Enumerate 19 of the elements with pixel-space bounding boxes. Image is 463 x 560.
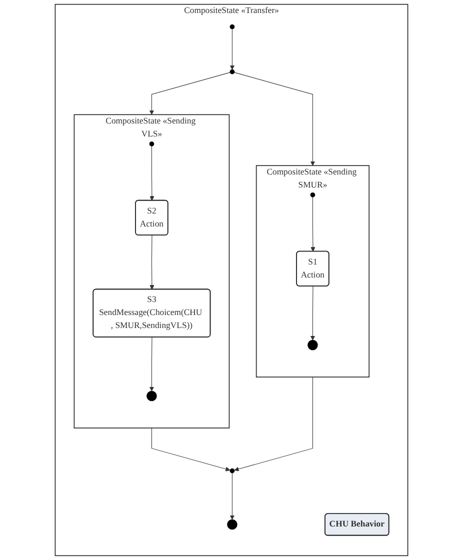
arrow <box>230 472 235 520</box>
arrow <box>234 72 316 166</box>
node-circle <box>230 24 235 30</box>
node-circle <box>230 468 235 474</box>
arrow <box>149 72 230 115</box>
arrow <box>310 286 316 340</box>
node-circle <box>310 192 316 198</box>
node-bullseye <box>146 390 157 402</box>
arrow <box>230 28 235 70</box>
node-circle <box>230 69 235 74</box>
arrow <box>234 376 313 472</box>
node-circle <box>149 141 154 146</box>
arrow <box>149 336 154 392</box>
node-bullseye <box>308 340 318 350</box>
arrow <box>150 235 154 290</box>
node-bullseye <box>227 519 238 530</box>
arrow <box>310 196 316 252</box>
arrow <box>151 428 230 472</box>
arrow <box>150 146 154 201</box>
